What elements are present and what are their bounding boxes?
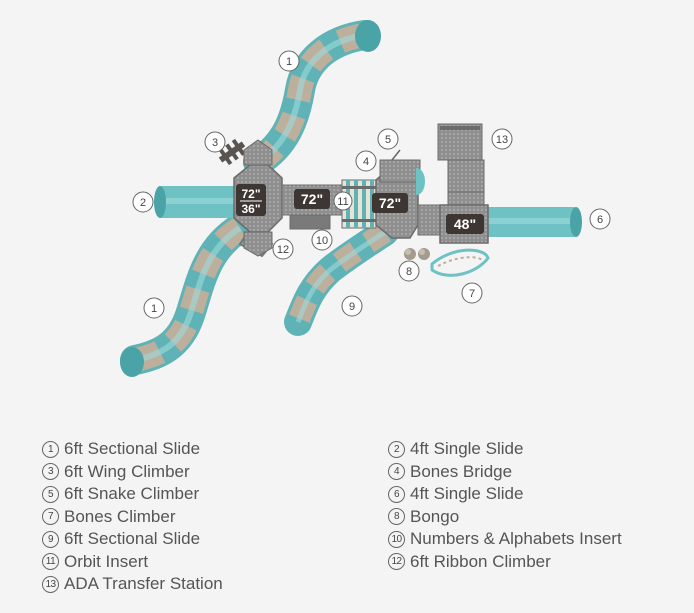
svg-text:10: 10: [316, 235, 328, 247]
sectional-slide-top: [243, 20, 381, 177]
svg-text:3: 3: [212, 137, 218, 149]
svg-text:12: 12: [277, 244, 289, 256]
callout-4: 4: [355, 150, 377, 172]
legend-label: 6ft Snake Climber: [64, 484, 200, 504]
callout-1-bottom: 1: [143, 297, 165, 319]
legend-label: 6ft Sectional Slide: [64, 439, 201, 459]
deck-label-72-36: 72" 36": [236, 184, 266, 216]
legend-item: 5 6ft Snake Climber: [42, 483, 388, 506]
legend-number: 5: [42, 485, 59, 503]
callout-8: 8: [398, 260, 420, 282]
svg-text:72": 72": [301, 191, 323, 207]
deck-label-48: 48": [446, 214, 484, 234]
legend-number: 13: [42, 575, 59, 593]
legend-label: Bones Climber: [64, 506, 176, 526]
legend-number: 2: [388, 440, 405, 458]
svg-text:6: 6: [597, 214, 603, 226]
numbers-alphabets-insert: [289, 214, 331, 230]
callout-13: 13: [491, 128, 513, 150]
legend-number: 12: [388, 553, 405, 571]
svg-text:4: 4: [363, 156, 369, 168]
snake-climber: [391, 149, 401, 161]
legend-item: 9 6ft Sectional Slide: [42, 528, 388, 551]
legend-item: 10 Numbers & Alphabets Insert: [388, 528, 682, 551]
legend-label: Orbit Insert: [64, 551, 149, 571]
legend: 1 6ft Sectional Slide 2 4ft Single Slide 3…: [42, 438, 682, 596]
svg-text:5: 5: [385, 134, 391, 146]
svg-text:72": 72": [241, 187, 260, 201]
sectional-slide-9: [284, 218, 399, 336]
bones-climber: [430, 248, 490, 277]
svg-text:1: 1: [151, 303, 157, 315]
legend-number: 1: [42, 440, 59, 458]
legend-number: 8: [388, 508, 405, 526]
legend-number: 9: [42, 530, 59, 548]
legend-item: 4 Bones Bridge: [388, 461, 682, 484]
legend-number: 7: [42, 508, 59, 526]
svg-text:72": 72": [379, 195, 401, 211]
single-slide-left: [154, 186, 238, 218]
bongo: [404, 248, 430, 260]
callout-6: 6: [589, 208, 611, 230]
legend-item: 1 6ft Sectional Slide: [42, 438, 388, 461]
legend-item: 3 6ft Wing Climber: [42, 461, 388, 484]
svg-text:11: 11: [337, 196, 348, 208]
legend-item: 7 Bones Climber: [42, 506, 388, 529]
legend-number: 3: [42, 463, 59, 481]
callout-9: 9: [341, 295, 363, 317]
site-plan-diagram: 72" 36" 72" 72" 48" 1 3 2 12 10 11 1 9 4…: [120, 20, 611, 377]
legend-item: 13 ADA Transfer Station: [42, 573, 388, 596]
legend-label: 4ft Single Slide: [410, 484, 524, 504]
callout-2: 2: [132, 191, 154, 213]
legend-number: 6: [388, 485, 405, 503]
legend-label: ADA Transfer Station: [64, 574, 223, 594]
single-slide-right: [485, 207, 582, 237]
wing-climber: [218, 138, 246, 166]
callout-10: 10: [311, 229, 333, 251]
legend-label: Numbers & Alphabets Insert: [410, 529, 622, 549]
svg-text:9: 9: [349, 301, 355, 313]
callout-3: 3: [204, 131, 226, 153]
legend-item: 6 4ft Single Slide: [388, 483, 682, 506]
svg-text:1: 1: [286, 56, 292, 68]
sectional-slide-bottom: [120, 213, 255, 377]
ada-transfer-station: [437, 123, 485, 211]
legend-label: 4ft Single Slide: [410, 439, 524, 459]
legend-label: 6ft Ribbon Climber: [410, 551, 551, 571]
legend-label: Bongo: [410, 506, 460, 526]
legend-item: 11 Orbit Insert: [42, 551, 388, 574]
callout-11: 11: [333, 191, 353, 211]
legend-number: 4: [388, 463, 405, 481]
callout-1-top: 1: [278, 50, 300, 72]
svg-text:36": 36": [241, 202, 260, 216]
legend-label: Bones Bridge: [410, 461, 513, 481]
deck-label-72-a: 72": [294, 189, 330, 209]
svg-text:2: 2: [140, 197, 146, 209]
legend-number: 11: [42, 553, 59, 571]
legend-item: 2 4ft Single Slide: [388, 438, 682, 461]
callout-12: 12: [272, 238, 294, 260]
legend-item: 8 Bongo: [388, 506, 682, 529]
legend-label: 6ft Sectional Slide: [64, 529, 201, 549]
svg-text:48": 48": [454, 216, 476, 232]
deck-label-72-b: 72": [372, 193, 408, 213]
legend-item: 12 6ft Ribbon Climber: [388, 551, 682, 574]
svg-text:13: 13: [496, 134, 508, 146]
callout-7: 7: [461, 282, 483, 304]
svg-text:7: 7: [469, 288, 475, 300]
callout-5: 5: [377, 128, 399, 150]
legend-number: 10: [388, 530, 405, 548]
legend-label: 6ft Wing Climber: [64, 461, 190, 481]
svg-text:8: 8: [406, 266, 412, 278]
